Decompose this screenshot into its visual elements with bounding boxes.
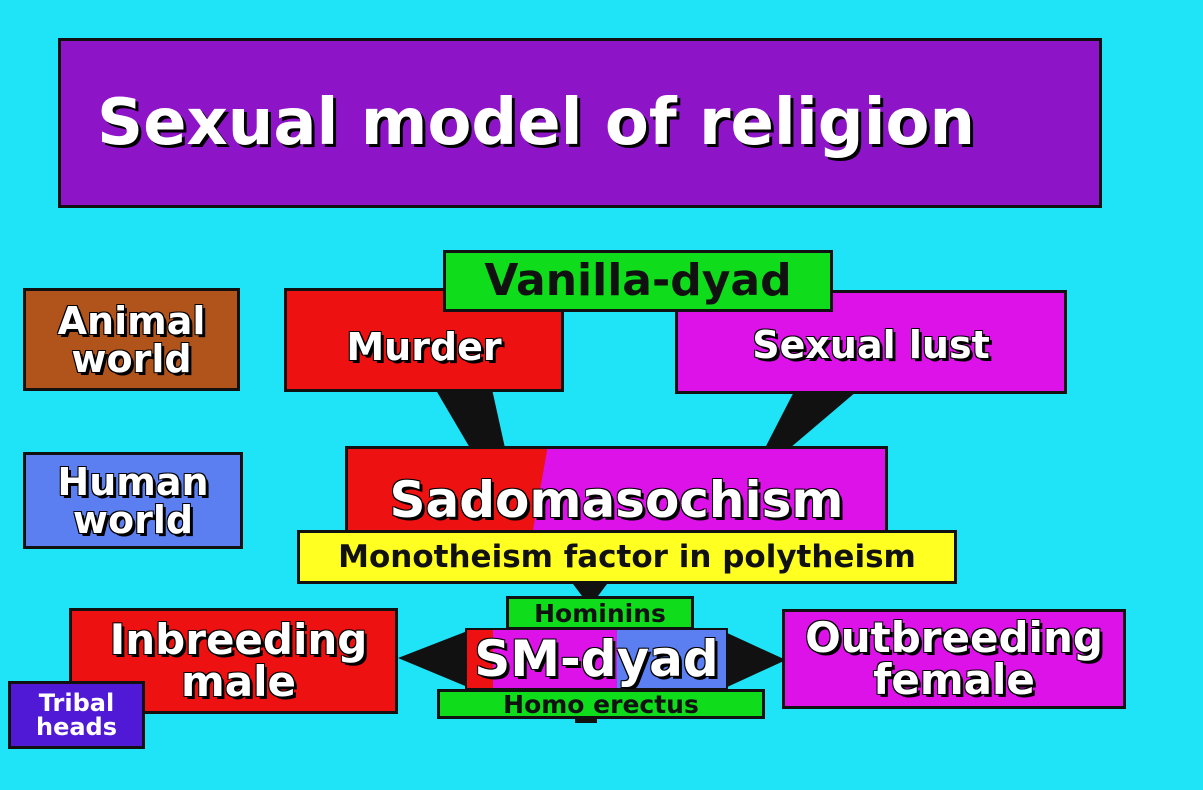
vanilla-dyad-label: Vanilla-dyad — [484, 255, 792, 306]
inbreeding-male-label: Inbreeding male — [109, 615, 368, 706]
hominins-label: Hominins — [534, 598, 666, 628]
dyad-bottom-stem — [575, 715, 597, 723]
outbreeding-female-label: Outbreeding female — [805, 613, 1103, 704]
human-world-label: Human world — [57, 459, 209, 542]
homo-erectus-label: Homo erectus — [503, 689, 699, 719]
sadomasochism-label: Sadomasochism — [389, 471, 844, 529]
tribal-heads-box: Tribal heads — [8, 681, 145, 749]
monotheism-factor-box: Monotheism factor in polytheism — [297, 530, 957, 584]
murder-label: Murder — [346, 325, 502, 369]
page-title: Sexual model of religion — [97, 86, 976, 160]
tribal-heads-label: Tribal heads — [35, 689, 118, 741]
sm-dyad-label: SM-dyad — [474, 630, 719, 688]
sm-to-dyad-connector — [570, 580, 610, 600]
vanilla-dyad-box: Vanilla-dyad — [443, 250, 833, 312]
arrow-left-to-male — [398, 630, 470, 688]
hominins-box: Hominins — [506, 596, 694, 630]
arrow-right-to-female — [725, 632, 786, 688]
homo-erectus-box: Homo erectus — [437, 689, 765, 719]
sm-dyad-box: SM-dyad — [465, 628, 728, 690]
murder-box: Murder — [284, 288, 564, 392]
murder-to-sm-connector — [430, 380, 505, 448]
lust-to-sm-connector — [765, 380, 870, 448]
outbreeding-female-box: Outbreeding female — [782, 609, 1126, 709]
sexual-lust-label: Sexual lust — [752, 323, 990, 367]
animal-world-label: Animal world — [57, 298, 206, 381]
monotheism-factor-label: Monotheism factor in polytheism — [338, 538, 916, 575]
title-banner: Sexual model of religion — [58, 38, 1102, 208]
human-world-box: Human world — [23, 452, 243, 549]
animal-world-box: Animal world — [23, 288, 240, 391]
